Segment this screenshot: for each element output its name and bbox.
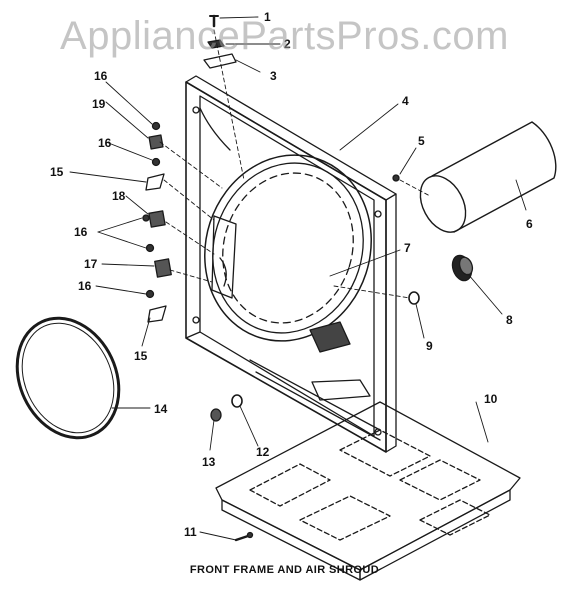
drum-seal-ring	[15, 316, 121, 440]
air-duct	[392, 121, 557, 233]
idler-pulley	[333, 254, 474, 305]
leader-lines	[69, 16, 527, 541]
callout-16-2: 16	[98, 136, 112, 150]
callout-8: 8	[506, 313, 513, 327]
callout-4: 4	[402, 94, 409, 108]
callout-2: 2	[284, 37, 291, 51]
diagram-caption: FRONT FRAME AND AIR SHROUD	[189, 564, 380, 576]
callout-10: 10	[484, 392, 498, 406]
callout-3: 3	[270, 69, 277, 83]
callout-16-1: 16	[94, 69, 108, 83]
callout-19: 19	[92, 97, 106, 111]
lower-fasteners	[210, 394, 254, 542]
callout-17: 17	[84, 257, 98, 271]
callout-7: 7	[404, 241, 411, 255]
callout-18: 18	[112, 189, 126, 203]
callout-13: 13	[202, 455, 216, 469]
top-fasteners	[203, 14, 245, 181]
base-pan	[215, 401, 521, 581]
callout-11: 11	[184, 525, 197, 539]
callout-12: 12	[256, 445, 270, 459]
callout-16-3: 16	[74, 225, 88, 239]
callout-16-4: 16	[78, 279, 92, 293]
door-opening	[204, 154, 372, 353]
switch-components	[142, 121, 223, 323]
front-frame	[185, 75, 397, 453]
callout-9: 9	[426, 339, 433, 353]
callout-5: 5	[418, 134, 425, 148]
callout-14: 14	[154, 402, 168, 416]
callout-15-lower: 15	[134, 349, 148, 363]
callout-1: 1	[264, 10, 271, 24]
callout-numbers: 1 2 3 4 5 6 7 8 9 10 11 12 13 14 15 15 1…	[50, 10, 533, 539]
callout-6: 6	[526, 217, 533, 231]
callout-15-upper: 15	[50, 165, 64, 179]
